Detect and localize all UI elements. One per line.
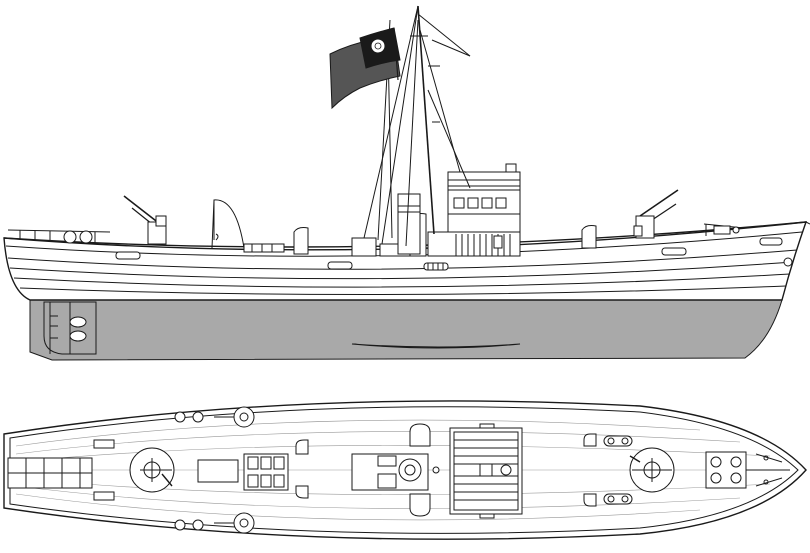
fore-gun-mount-icon bbox=[629, 447, 675, 493]
top-plan-view bbox=[3, 400, 807, 540]
stern-railing bbox=[7, 229, 111, 244]
engine-casing bbox=[351, 237, 377, 257]
bow-railing bbox=[703, 223, 745, 236]
anchor-windlass-icon bbox=[705, 451, 790, 489]
bridge-top bbox=[449, 423, 523, 519]
bridge-deckhouse bbox=[427, 163, 521, 257]
life-ring-icon bbox=[63, 230, 77, 244]
fore-deck-gun-icon bbox=[633, 189, 679, 239]
winch-icon bbox=[214, 406, 255, 534]
aft-gun-mount-icon bbox=[129, 447, 175, 493]
bollard-pair-icon bbox=[174, 411, 633, 531]
bridge-window bbox=[453, 197, 465, 209]
propeller-icon bbox=[50, 312, 87, 346]
bridge-window bbox=[495, 197, 507, 209]
ventilator-cowl-icon bbox=[295, 433, 597, 507]
stern-grating bbox=[7, 457, 93, 489]
skylight-grates bbox=[243, 453, 289, 491]
cargo-hatch bbox=[197, 459, 239, 483]
portholes bbox=[115, 237, 793, 271]
hull-underwater bbox=[29, 299, 783, 361]
bridge-window bbox=[467, 197, 479, 209]
ensign-flag-icon bbox=[329, 27, 401, 110]
bridge-window bbox=[481, 197, 493, 209]
funnel-top-icon bbox=[398, 458, 422, 482]
side-profile-view bbox=[3, 5, 810, 361]
aft-deck-gun-icon bbox=[123, 195, 167, 245]
engine-casing-top bbox=[351, 423, 440, 517]
funnel-icon bbox=[397, 193, 421, 255]
derrick-crane-icon bbox=[211, 199, 285, 253]
bilge-keel bbox=[351, 343, 521, 349]
